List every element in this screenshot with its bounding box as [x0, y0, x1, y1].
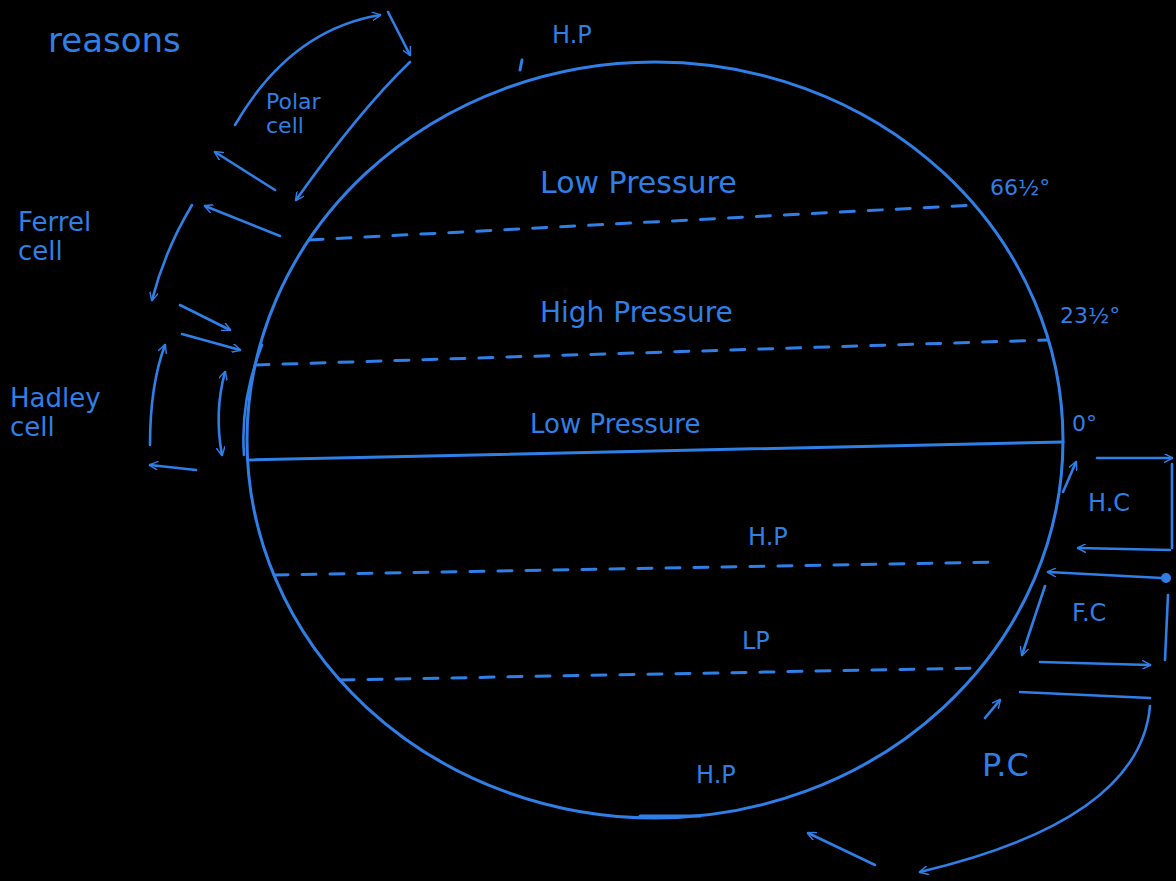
- latitude-label: 23½°: [1060, 304, 1120, 328]
- pressure-label: Low Pressure: [530, 410, 701, 439]
- cell-abbreviation: H.C: [1088, 490, 1130, 516]
- pressure-label: High Pressure: [540, 298, 733, 329]
- cell-abbreviation: F.C: [1072, 600, 1106, 626]
- earth-outline: [247, 62, 1063, 818]
- latitude-label: 66½°: [990, 176, 1050, 200]
- latitude-lines: [255, 205, 1048, 680]
- pole-tick: [640, 815, 700, 818]
- pressure-label: H.P: [748, 524, 788, 550]
- pressure-label: H.P: [696, 762, 736, 788]
- cell-name: Polar cell: [266, 90, 336, 138]
- cell-arrows: [150, 12, 1172, 872]
- pressure-label: H.P: [552, 22, 592, 48]
- pole-tick: [520, 60, 522, 70]
- cell-abbreviation: P.C: [982, 748, 1029, 783]
- junction-dot: [1161, 573, 1171, 583]
- pressure-label: LP: [742, 628, 770, 654]
- equator-line: [248, 442, 1063, 460]
- note-text: reasons: [48, 22, 181, 59]
- cell-name: Ferrel cell: [18, 208, 118, 265]
- cell-name: Hadley cell: [10, 384, 120, 441]
- pressure-label: Low Pressure: [540, 166, 737, 199]
- latitude-label: 0°: [1072, 412, 1097, 436]
